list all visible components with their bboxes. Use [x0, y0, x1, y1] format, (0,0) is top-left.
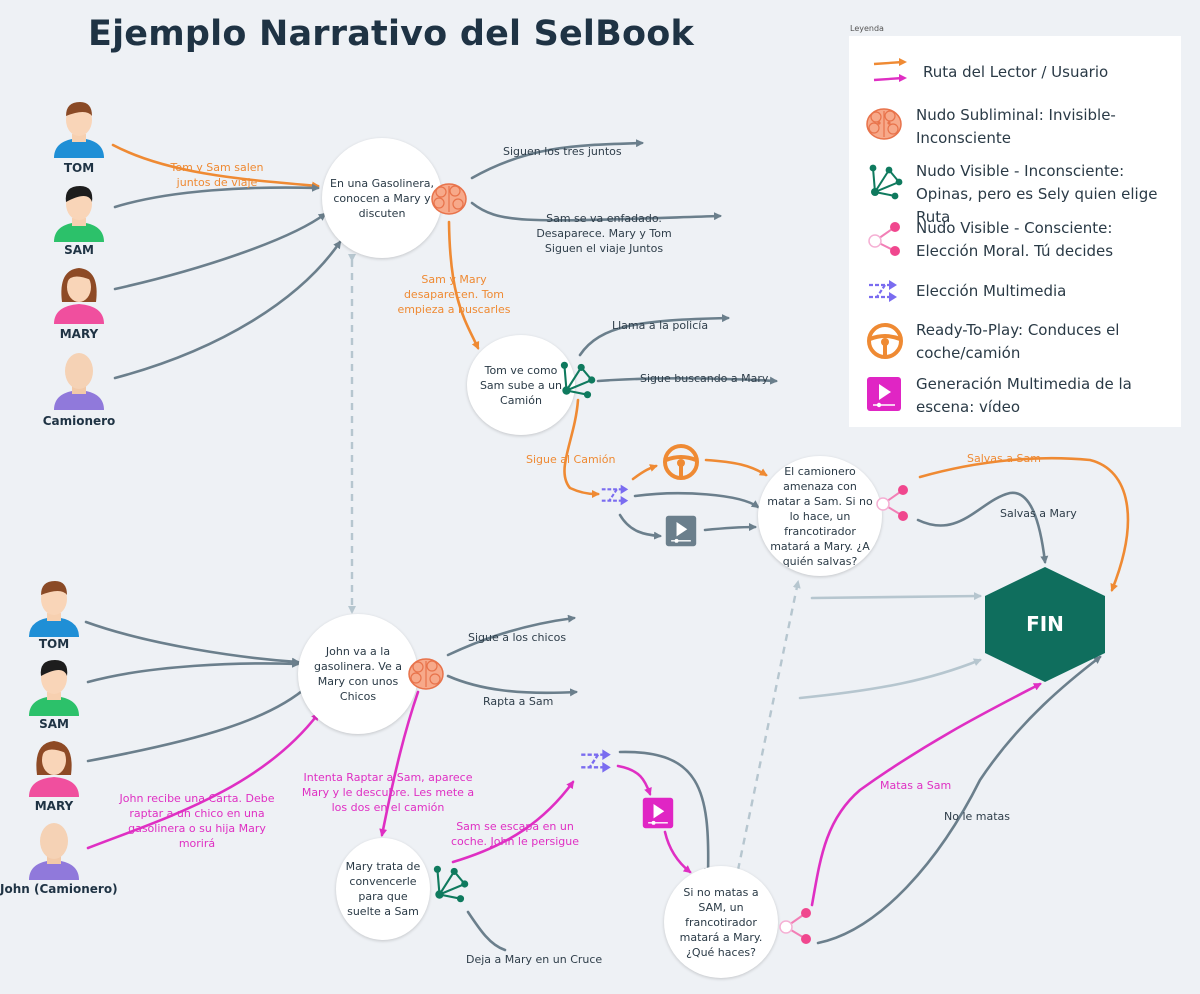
video-icon — [665, 515, 697, 547]
edge-label-sigue-camion: Sigue al Camión — [526, 453, 616, 466]
steering-wheel-icon — [865, 321, 905, 365]
edge-label-sam-enfadado: Sam se va enfadado. Desaparece. Mary y T… — [536, 212, 672, 255]
shuffle-icon — [581, 749, 611, 773]
edge-label-no-matas: No le matas — [944, 810, 1011, 823]
avatar — [54, 268, 104, 324]
legend-panel: Ruta del Lector / Usuario Nudo Sublimina… — [849, 36, 1181, 427]
edge-label-tom-sam-salen: Tom y Sam salen juntos de viaje — [170, 161, 264, 189]
avatar — [29, 660, 79, 716]
brain-icon — [408, 658, 444, 690]
network-node-icon — [433, 865, 469, 903]
page-title: Ejemplo Narrativo del SelBook — [88, 14, 694, 54]
edge-label-sam-escapa: Sam se escapa en un coche. John le persi… — [450, 820, 580, 848]
edge-label-sigue-chicos: Sigue a los chicos — [468, 631, 567, 644]
node-john: John va a la gasolinera. Ve a Mary con u… — [298, 614, 418, 734]
edge-label-sam-mary-desaparecen: Sam y Mary desaparecen. Tom empieza a bu… — [397, 273, 511, 316]
legend-label: Nudo Subliminal: Invisible-Inconsciente — [916, 106, 1116, 147]
edge-label-john-carta: John recibe una Carta. Debe raptar a un … — [119, 792, 275, 850]
edge-label-llama-policia: Llama a la policía — [612, 319, 709, 332]
steering-wheel-icon — [663, 444, 699, 480]
legend-label: Ready-To-Play: Conduces el coche/camión — [916, 321, 1120, 362]
avatar — [54, 102, 104, 158]
shuffle-icon — [865, 277, 901, 309]
character-name: SAM — [64, 243, 94, 257]
node-mary-convence: Mary trata de convencerle para que suelt… — [336, 838, 430, 940]
network-node-icon — [865, 162, 905, 206]
node-gasolinera: En una Gasolinera, conocen a Mary y disc… — [322, 138, 442, 258]
edge-label-intenta-raptar: Intenta Raptar a Sam, aparece Mary y le … — [301, 771, 475, 814]
avatar — [29, 741, 79, 797]
avatar — [54, 353, 104, 410]
character-name: TOM — [63, 161, 95, 175]
character-name: John (Camionero) — [0, 882, 118, 896]
avatar — [29, 823, 79, 880]
video-icon — [865, 375, 903, 417]
character-name: MARY — [34, 799, 74, 813]
node-camion: Tom ve como Sam sube a un Camión — [467, 335, 575, 435]
video-icon — [642, 797, 674, 829]
legend-label: Elección Multimedia — [916, 282, 1067, 300]
avatar — [29, 581, 79, 637]
edge-label-sigue-buscando: Sigue buscando a Mary — [640, 372, 769, 385]
node-camionero: El camionero amenaza con matar a Sam. Si… — [758, 456, 882, 576]
moral-choice-icon — [876, 485, 908, 521]
moral-choice-icon — [865, 219, 905, 263]
node-no-matas: Si no matas a SAM, un francotirador mata… — [664, 866, 778, 978]
brain-icon — [431, 183, 467, 215]
character-name: MARY — [59, 327, 99, 341]
fin-hexagon — [985, 567, 1105, 682]
edge-label-salvas-sam: Salvas a Sam — [967, 452, 1041, 465]
character-name: Camionero — [42, 414, 116, 428]
moral-choice-icon — [779, 908, 811, 944]
edge-label-rapta-sam: Rapta a Sam — [483, 695, 554, 708]
edge-label-salvas-mary: Salvas a Mary — [1000, 507, 1077, 520]
character-name: SAM — [39, 717, 69, 731]
node-fin: FIN — [1026, 612, 1064, 636]
edge-label-matas-sam: Matas a Sam — [880, 779, 952, 792]
character-name: TOM — [38, 637, 70, 651]
edge-label-deja-mary: Deja a Mary en un Cruce — [466, 953, 603, 966]
legend-caption: Leyenda — [850, 24, 884, 33]
legend-label: Nudo Visible - Inconsciente: Opinas, per… — [916, 162, 1158, 226]
shuffle-icon — [601, 484, 629, 506]
legend-label: Generación Multimedia de la escena: víde… — [916, 375, 1132, 416]
legend-label: Ruta del Lector / Usuario — [923, 63, 1109, 81]
brain-icon — [865, 106, 903, 146]
edge-label-siguen-tres: Siguen los tres juntos — [503, 145, 622, 158]
legend-label: Nudo Visible - Consciente: Elección Mora… — [916, 219, 1114, 260]
avatar — [54, 186, 104, 242]
network-node-icon — [560, 361, 596, 399]
orange-arrow-icon — [865, 58, 911, 92]
